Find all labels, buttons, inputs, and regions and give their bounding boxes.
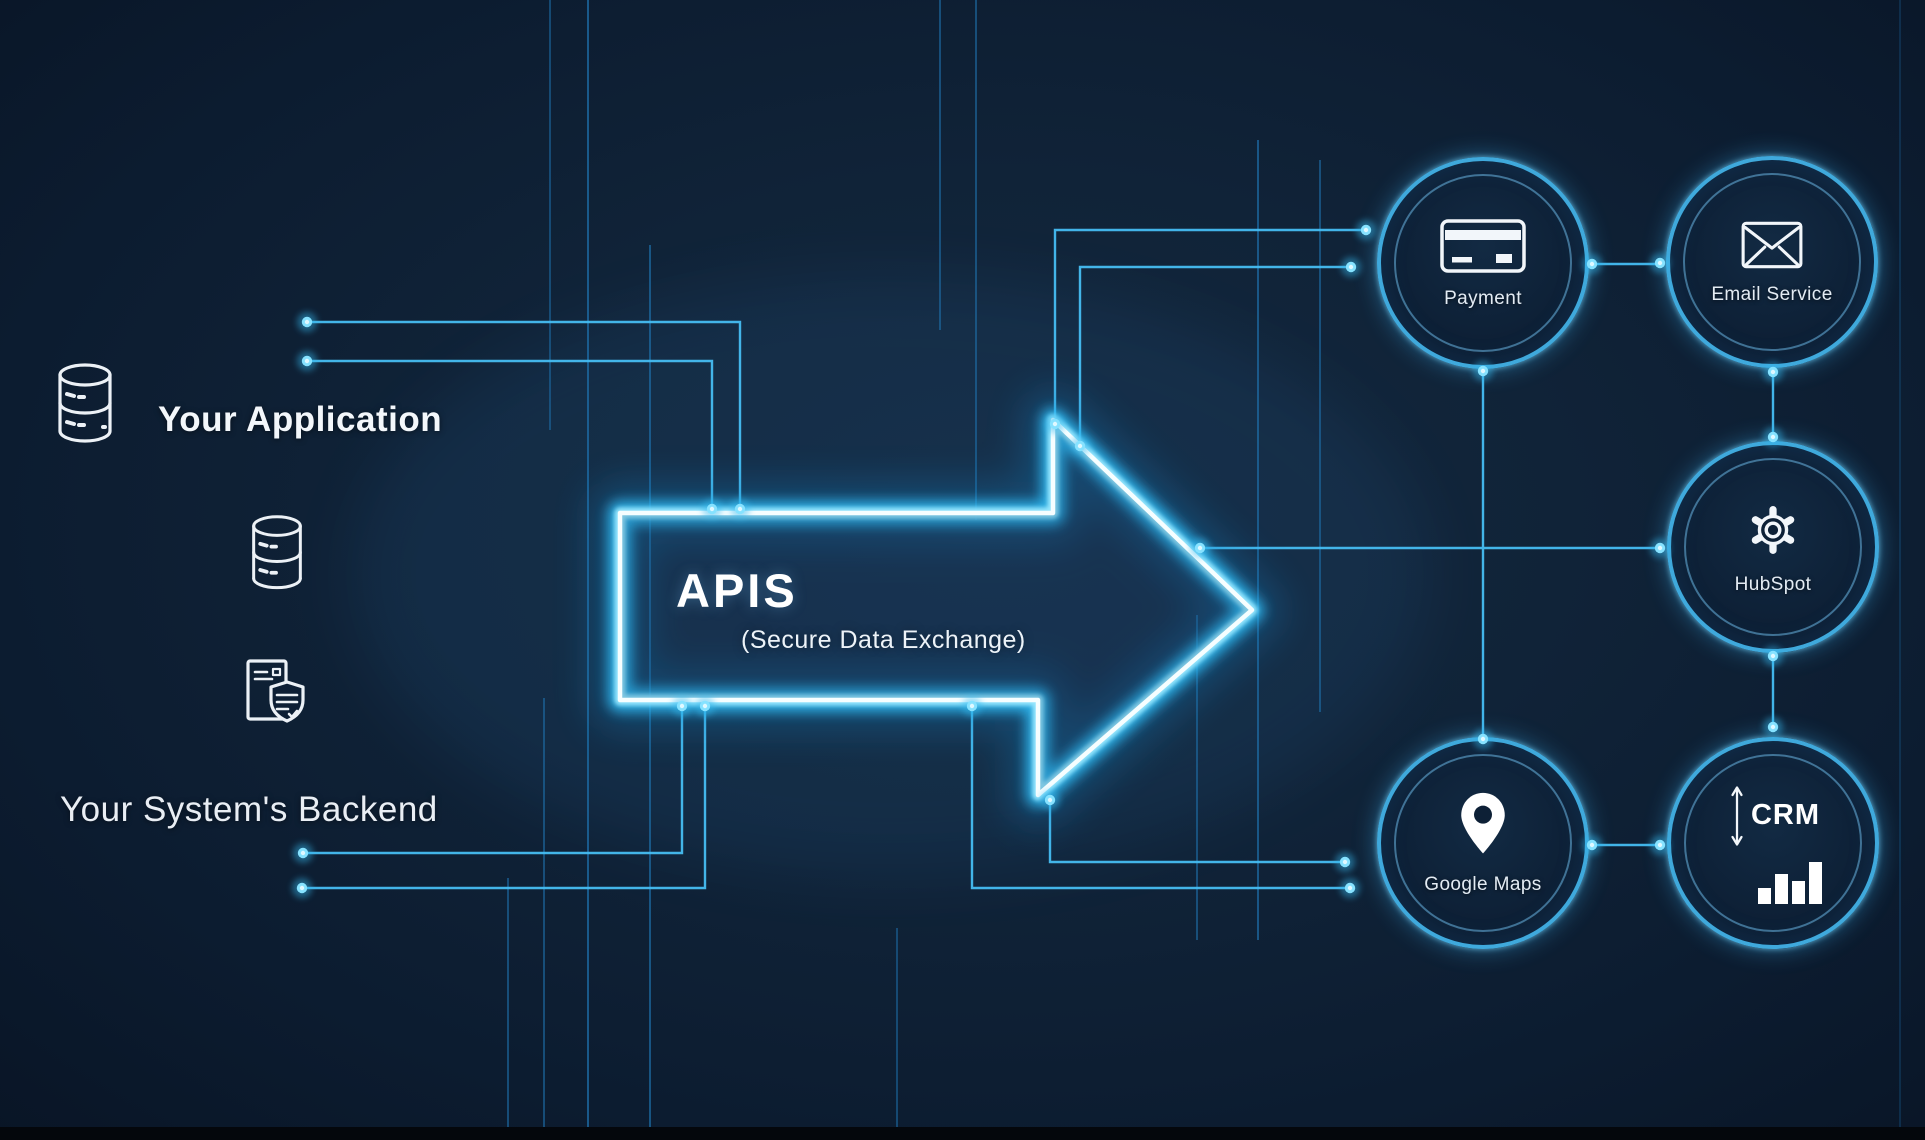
node-google-maps: Google Maps bbox=[1377, 737, 1589, 949]
crm-icon-row: CRM bbox=[1726, 783, 1820, 849]
apis-subtitle: (Secure Data Exchange) bbox=[741, 626, 1026, 654]
database-icon bbox=[245, 513, 309, 597]
node-label: Email Service bbox=[1711, 283, 1833, 305]
node-label: Google Maps bbox=[1424, 873, 1542, 895]
document-shield-icon bbox=[243, 658, 309, 742]
bar-chart-icon bbox=[1758, 861, 1822, 904]
node-label: Payment bbox=[1444, 287, 1522, 309]
envelope-icon bbox=[1741, 221, 1803, 268]
ambient-glow bbox=[350, 275, 1430, 875]
node-email-service: Email Service bbox=[1666, 156, 1878, 368]
updown-arrow-icon bbox=[1731, 785, 1743, 846]
node-label: CRM bbox=[1750, 799, 1821, 831]
node-hubspot: HubSpot bbox=[1667, 441, 1879, 653]
credit-card-icon bbox=[1440, 218, 1526, 273]
gear-icon bbox=[1751, 505, 1795, 554]
database-icon bbox=[52, 360, 118, 452]
bottom-edge-bar bbox=[0, 1127, 1925, 1140]
map-pin-icon bbox=[1461, 792, 1505, 853]
backend-label: Your System's Backend bbox=[60, 790, 438, 829]
node-payment: Payment bbox=[1377, 157, 1589, 369]
node-label: HubSpot bbox=[1734, 573, 1812, 595]
application-label: Your Application bbox=[158, 400, 443, 439]
apis-title: APIS bbox=[676, 564, 798, 617]
node-crm: CRM bbox=[1667, 737, 1879, 949]
